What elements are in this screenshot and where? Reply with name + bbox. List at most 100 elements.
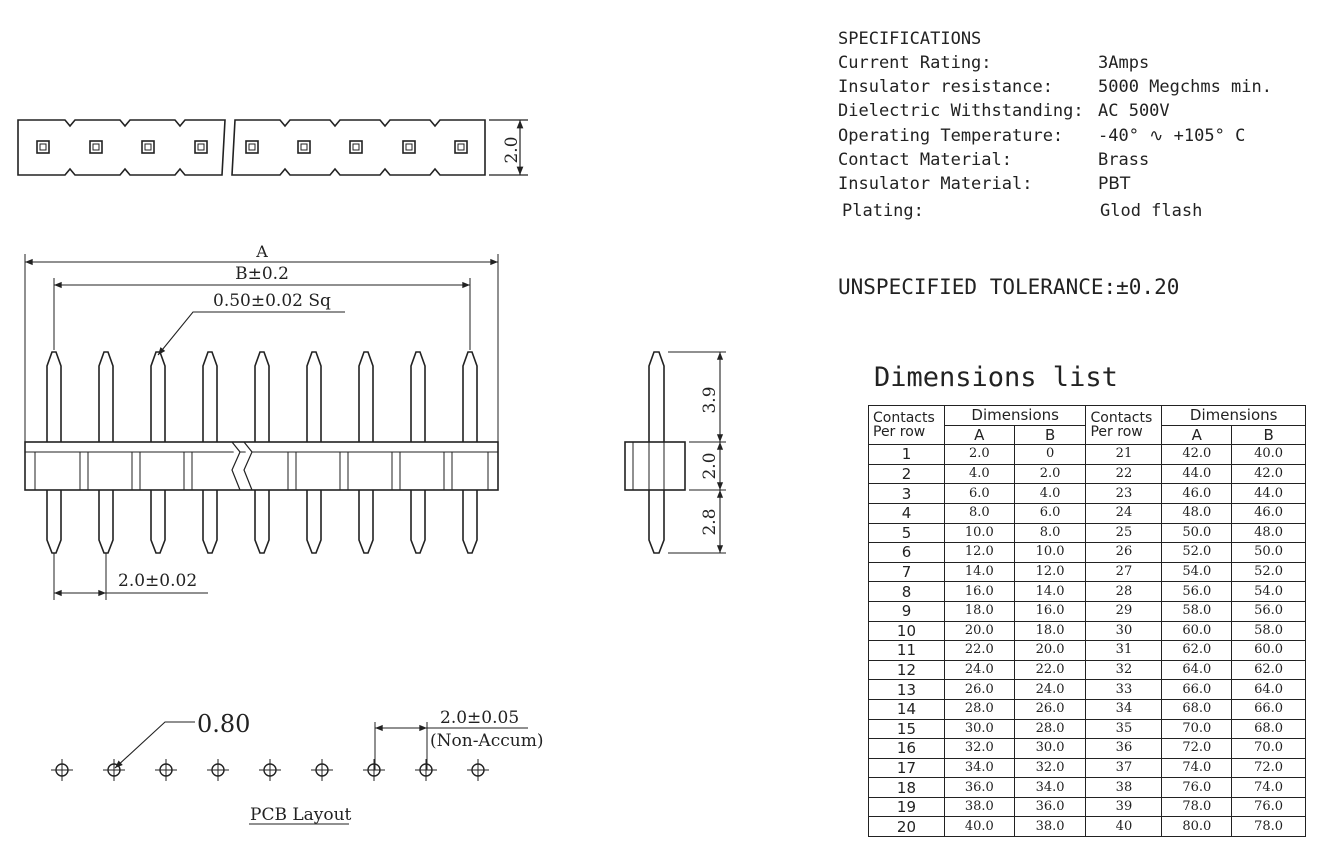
dim-b-cell: 78.0 xyxy=(1231,816,1306,838)
contacts-cell: 34 xyxy=(1085,698,1163,720)
dim-b-cell: 48.0 xyxy=(1231,522,1306,544)
contacts-cell: 12 xyxy=(868,659,945,681)
dim-a-cell: 28.0 xyxy=(943,698,1015,720)
dim-a-cell: 22.0 xyxy=(943,640,1015,661)
dim-b-cell: 66.0 xyxy=(1231,698,1306,720)
table-subheader-row: A B A B xyxy=(869,424,1306,446)
contacts-cell: 9 xyxy=(868,600,945,622)
top-pin-square xyxy=(89,140,103,154)
dim-a-cell: 26.0 xyxy=(943,679,1015,700)
dim-a-cell: 70.0 xyxy=(1161,718,1233,740)
front-view xyxy=(24,254,499,600)
side-view xyxy=(624,351,726,554)
dim-a-cell: 52.0 xyxy=(1161,542,1233,563)
contacts-cell: 25 xyxy=(1085,522,1163,544)
contacts-cell: 27 xyxy=(1085,561,1163,583)
dim-a-cell: 40.0 xyxy=(943,816,1015,838)
contacts-cell: 5 xyxy=(868,522,945,544)
pcb-hole xyxy=(51,759,73,781)
dim-a-cell: 66.0 xyxy=(1161,679,1233,700)
top-pin-square xyxy=(454,140,468,154)
pcb-hole xyxy=(259,759,281,781)
dim-b-cell: 8.0 xyxy=(1013,522,1087,544)
top-pin-square xyxy=(297,140,311,154)
pcb-hole xyxy=(311,759,333,781)
dim-b-cell: 70.0 xyxy=(1231,738,1306,759)
pcb-hole xyxy=(415,759,437,781)
dim-b-cell: 46.0 xyxy=(1231,502,1306,524)
dim-a-cell: 36.0 xyxy=(943,777,1015,798)
contacts-cell: 21 xyxy=(1085,444,1163,465)
contacts-cell: 3 xyxy=(868,483,945,504)
header-pin xyxy=(462,351,478,554)
pin-square-label: 0.50±0.02 Sq xyxy=(213,291,331,311)
dim-b-cell: 42.0 xyxy=(1231,463,1306,485)
top-view xyxy=(17,119,528,176)
spec-label: Insulator Material: xyxy=(838,174,1033,194)
dim-b-cell: 22.0 xyxy=(1013,659,1087,681)
contacts-cell: 17 xyxy=(868,757,945,779)
contacts-cell: 1 xyxy=(868,444,945,465)
contacts-cell: 33 xyxy=(1085,679,1163,700)
spec-value: 5000 Megchms min. xyxy=(1098,77,1272,97)
pcb-hole xyxy=(207,759,229,781)
dim-b-cell: 76.0 xyxy=(1231,796,1306,818)
contacts-cell: 11 xyxy=(868,640,945,661)
contacts-cell: 14 xyxy=(868,698,945,720)
contacts-cell: 28 xyxy=(1085,581,1163,602)
spec-value: -40° ∿ +105° C xyxy=(1098,126,1246,146)
contacts-cell: 19 xyxy=(868,796,945,818)
dim-a-cell: 68.0 xyxy=(1161,698,1233,720)
dim-b-cell: 16.0 xyxy=(1013,600,1087,622)
pitch-label: 2.0±0.02 xyxy=(118,571,197,591)
spec-label: Contact Material: xyxy=(838,150,1012,170)
contacts-cell: 7 xyxy=(868,561,945,583)
dim-b-cell: 10.0 xyxy=(1013,542,1087,563)
dimensions-list-title: Dimensions list xyxy=(874,362,1118,393)
top-pin-square xyxy=(194,140,208,154)
dim-a-cell: 24.0 xyxy=(943,659,1015,681)
dim-a-cell: 74.0 xyxy=(1161,757,1233,779)
spec-label: Operating Temperature: xyxy=(838,126,1064,146)
contacts-cell: 16 xyxy=(868,738,945,759)
dim-a-cell: 58.0 xyxy=(1161,600,1233,622)
contacts-cell: 40 xyxy=(1085,816,1163,838)
dim-a-cell: 44.0 xyxy=(1161,463,1233,485)
dim-b-cell: 6.0 xyxy=(1013,502,1087,524)
dim-a-cell: 18.0 xyxy=(943,600,1015,622)
dim-b-cell: 72.0 xyxy=(1231,757,1306,779)
dim-b-cell: 24.0 xyxy=(1013,679,1087,700)
col-a-header: A xyxy=(943,424,1015,446)
top-pin-square xyxy=(141,140,155,154)
dim-b-cell: 74.0 xyxy=(1231,777,1306,798)
top-pin-square xyxy=(349,140,363,154)
dim-a-cell: 72.0 xyxy=(1161,738,1233,759)
dim-a-cell: 6.0 xyxy=(943,483,1015,504)
contacts-cell: 31 xyxy=(1085,640,1163,661)
contacts-cell: 18 xyxy=(868,777,945,798)
dim-b-cell: 30.0 xyxy=(1013,738,1087,759)
dim-a-cell: 32.0 xyxy=(943,738,1015,759)
contacts-cell: 4 xyxy=(868,502,945,524)
contacts-cell: 29 xyxy=(1085,600,1163,622)
dim-b-cell: 54.0 xyxy=(1231,581,1306,602)
contacts-cell: 39 xyxy=(1085,796,1163,818)
dim-a-cell: 60.0 xyxy=(1161,620,1233,642)
header-pin xyxy=(306,351,322,554)
spec-label: Current Rating: xyxy=(838,53,992,73)
dim-a-cell: 46.0 xyxy=(1161,483,1233,504)
